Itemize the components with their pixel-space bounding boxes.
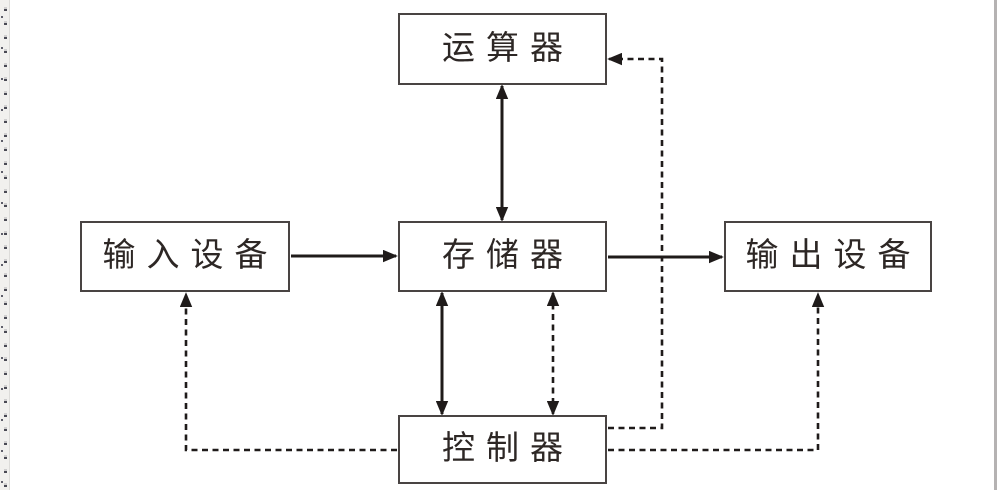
edges-group <box>179 52 825 452</box>
right-page-edge-line <box>994 0 997 490</box>
edge-control-to-alu <box>607 52 664 430</box>
node-label-alu: 运算器 <box>442 30 574 67</box>
node-label-memory: 存储器 <box>442 238 574 274</box>
edge-control-to-input <box>179 292 397 452</box>
edge-control-to-output <box>608 292 825 452</box>
diagram-node-input: 输入设备 <box>80 221 290 292</box>
diagram-node-control: 控制器 <box>398 415 607 484</box>
diagram-node-alu: 运算器 <box>398 13 607 85</box>
left-edge-artifact-strip <box>0 0 10 490</box>
diagram-node-output: 输出设备 <box>724 221 932 292</box>
node-label-input: 输入设备 <box>102 238 279 274</box>
diagram-node-memory: 存储器 <box>398 221 607 292</box>
node-label-output: 输出设备 <box>745 238 922 274</box>
node-label-control: 控制器 <box>442 431 574 467</box>
